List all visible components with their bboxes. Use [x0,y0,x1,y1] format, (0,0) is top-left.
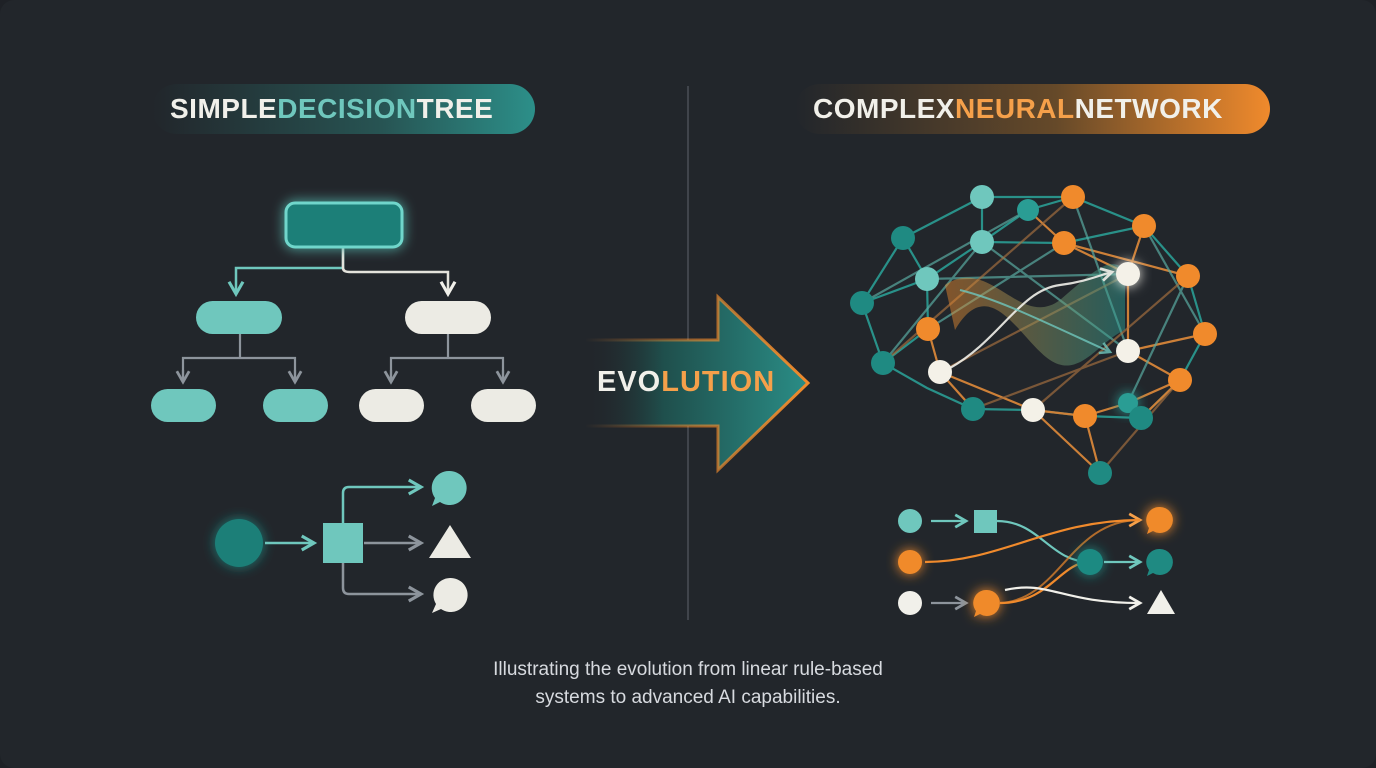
evolution-arrow [585,293,811,474]
cflow-input-teal [898,509,922,533]
nn-node [891,226,915,250]
nn-node [871,351,895,375]
network-wave-band [945,264,1125,366]
cflow-chat-orange [973,589,1000,617]
complex-flow [898,506,1175,617]
title-left-part1: SIMPLE [170,93,278,124]
nn-node [1129,406,1153,430]
flow-branch-top [341,478,425,523]
caption-line-1: Illustrating the evolution from linear r… [493,659,883,680]
cflow-input-cream [898,591,922,615]
tree-leaf-1 [151,389,216,422]
title-right-part3: NETWORK [1074,93,1223,124]
tree-root-node [284,201,404,249]
nn-node [916,317,940,341]
tree-node-left [196,301,282,334]
cflow-curve-e [1004,586,1143,611]
tree-connector-left [181,334,297,382]
nn-node [915,267,939,291]
nn-node [970,230,994,254]
nn-node [961,397,985,421]
decision-tree [151,201,536,422]
nn-node [1088,461,1112,485]
flow-process-square [323,523,363,563]
tree-node-right [405,301,491,334]
cflow-curve-b [924,512,1143,564]
evolution-label-part1: EVO [597,366,662,398]
cflow-hub-node [1077,549,1103,575]
tree-leaf-3 [359,389,424,422]
tree-connector-right [389,334,505,382]
nn-node [928,360,952,384]
network-nodes [850,185,1217,485]
flow-input-node [215,519,263,567]
nn-node [1118,393,1138,413]
chat-bubble-icon [431,470,467,506]
nn-node [1061,185,1085,209]
nn-node [1132,214,1156,238]
nn-node [1017,199,1039,221]
cflow-curve-d [999,519,1141,604]
evolution-label-part2: LUTION [661,366,776,398]
triangle-icon [429,525,471,558]
network-signal-path-2 [959,289,1113,355]
linear-flow [215,470,471,613]
title-left-part2: DECISION [277,93,417,124]
tree-leaf-2 [263,389,328,422]
caption: Illustrating the evolution from linear r… [438,656,938,712]
cflow-input-orange [898,550,922,574]
nn-node [1176,264,1200,288]
nn-node [850,291,874,315]
tree-leaf-4 [471,389,536,422]
nn-node [1021,398,1045,422]
tree-connector-root-right [341,246,457,298]
caption-line-2: systems to advanced AI capabilities. [535,687,841,708]
nn-node [1168,368,1192,392]
speech-bubble-icon [432,577,468,613]
evolution-label: EVOLUTION [597,366,775,399]
nn-node [1193,322,1217,346]
nn-node [1116,262,1140,286]
network-signal-path [949,267,1115,369]
nn-node [1116,339,1140,363]
tree-connector-root [227,246,345,298]
nn-node [970,185,994,209]
neural-network-title: COMPLEX NEURAL NETWORK [795,84,1270,134]
title-left-part3: TREE [416,93,494,124]
cflow-output-chat-orange [1146,506,1173,534]
nn-node [1052,231,1076,255]
cflow-process-square [974,510,997,533]
cflow-output-triangle-icon [1147,590,1175,614]
flow-branch-bottom [341,563,425,603]
title-right-part1: COMPLEX [813,93,955,124]
nn-node [1073,404,1097,428]
evolution-arrow-outline [585,293,811,474]
title-right-part2: NEURAL [954,93,1075,124]
cflow-output-chat-teal [1146,548,1173,576]
neural-network [850,185,1217,485]
decision-tree-title: SIMPLE DECISION TREE [152,84,535,134]
